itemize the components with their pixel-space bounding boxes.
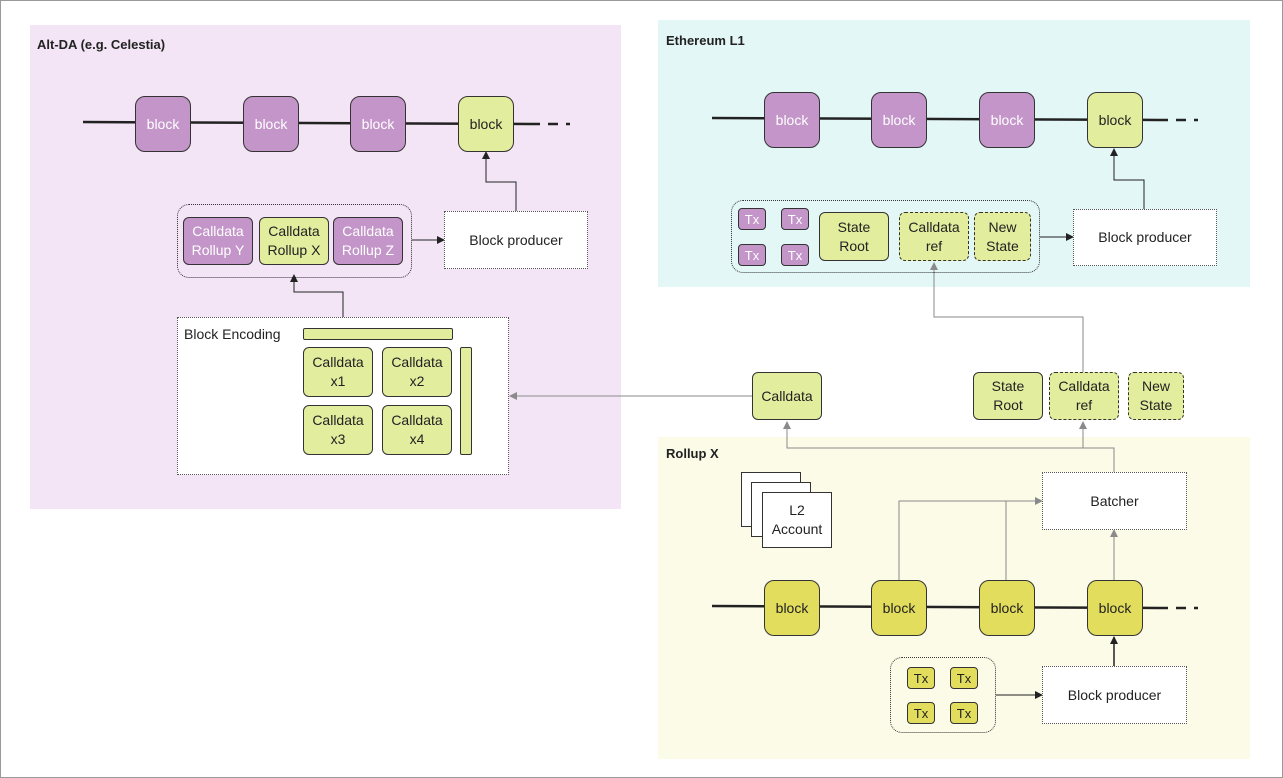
eth-tx-4: Tx (781, 244, 809, 266)
eth-tx-group (731, 200, 1040, 273)
batch-new-state: New State (1128, 372, 1184, 420)
altda-title: Alt-DA (e.g. Celestia) (37, 37, 166, 52)
eth-calldata-ref: Calldata ref (899, 212, 969, 261)
rollup-block-1: block (764, 580, 820, 636)
encoding-calldata-x1: Calldata x1 (303, 347, 373, 397)
rollup-block-2: block (871, 580, 927, 636)
calldata-rollup-x: Calldata Rollup X (259, 217, 329, 265)
eth-state-root: State Root (819, 212, 889, 261)
altda-block-1: block (135, 96, 191, 152)
eth-tx-1: Tx (738, 208, 766, 230)
batcher: Batcher (1042, 472, 1187, 530)
eth-tx-3: Tx (738, 244, 766, 266)
rollup-block-4: block (1087, 580, 1143, 636)
batch-calldata-ref: Calldata ref (1049, 372, 1119, 420)
eth-producer-to-block (1110, 148, 1145, 209)
calldata-rollup-z: Calldata Rollup Z (333, 217, 403, 265)
altda-calldata-group (177, 204, 412, 278)
eth-tx-2: Tx (781, 208, 809, 230)
encoding-calldata-x4: Calldata x4 (382, 405, 452, 455)
eth-block-4: block (1087, 92, 1143, 148)
ethereum-title: Ethereum L1 (666, 33, 745, 48)
block-encoding-title: Block Encoding (184, 326, 281, 342)
altda-block-4: block (458, 96, 514, 152)
eth-block-1: block (764, 92, 820, 148)
rollup-tx-2: Tx (950, 667, 978, 689)
eth-new-state: New State (974, 212, 1031, 261)
eth-block-producer: Block producer (1073, 209, 1217, 266)
altda-producer-to-block (482, 151, 517, 211)
eth-block-3: block (979, 92, 1035, 148)
rollup-tx-3: Tx (907, 702, 935, 724)
encoding-header-bar (303, 328, 453, 340)
rollup-tx-group (890, 657, 996, 733)
encoding-calldata-x3: Calldata x3 (303, 405, 373, 455)
calldata-box: Calldata (752, 372, 822, 420)
encoding-side-bar (460, 347, 472, 455)
altda-block-2: block (243, 96, 299, 152)
batch-ref-to-eth-ref (930, 262, 1084, 372)
rollup-block-3: block (979, 580, 1035, 636)
calldata-rollup-y: Calldata Rollup Y (183, 217, 253, 265)
rollup-block2-to-batcher (898, 497, 1043, 580)
rollup-block-producer: Block producer (1042, 666, 1187, 724)
encoding-to-calldata (290, 274, 344, 317)
batch-state-root: State Root (973, 372, 1043, 420)
rollup-tx-1: Tx (907, 667, 935, 689)
altda-block-3: block (350, 96, 406, 152)
batcher-to-calldata (783, 421, 1115, 472)
eth-block-2: block (871, 92, 927, 148)
rollup-tx-4: Tx (950, 702, 978, 724)
encoding-calldata-x2: Calldata x2 (382, 347, 452, 397)
rollup-title: Rollup X (666, 446, 719, 461)
altda-block-producer: Block producer (444, 211, 588, 269)
l2-account: L2 Account (762, 492, 832, 548)
